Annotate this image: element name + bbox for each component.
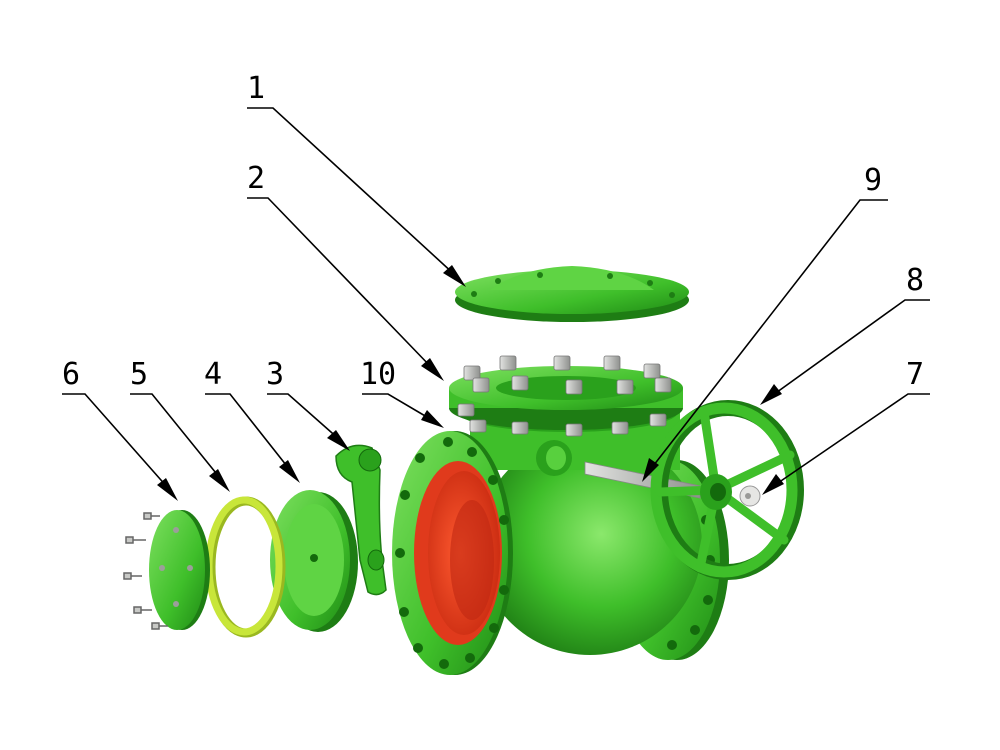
callout-10: 10: [360, 357, 396, 392]
screws: [123, 512, 168, 630]
callout-numbers: 1 2 3 4 5 6 7 8 9 10: [62, 71, 924, 392]
cover-plate: [455, 266, 689, 322]
callout-5: 5: [130, 357, 148, 392]
callout-6: 6: [62, 357, 80, 392]
callout-4: 4: [204, 357, 222, 392]
callout-2: 2: [247, 161, 265, 196]
bonnet-flange-with-bolts: [449, 355, 683, 437]
callout-7: 7: [906, 357, 924, 392]
seat-cover-plate: [149, 510, 210, 630]
callout-1: 1: [247, 71, 265, 106]
handwheel: [650, 400, 804, 580]
callout-3: 3: [266, 357, 284, 392]
nut-washer: [739, 485, 761, 507]
callout-8: 8: [906, 263, 924, 298]
leader-lines: [62, 107, 930, 501]
valve-disc: [270, 490, 358, 632]
disc-arm: [335, 444, 387, 596]
callout-9: 9: [864, 163, 882, 198]
bolt-heads: [457, 355, 672, 437]
